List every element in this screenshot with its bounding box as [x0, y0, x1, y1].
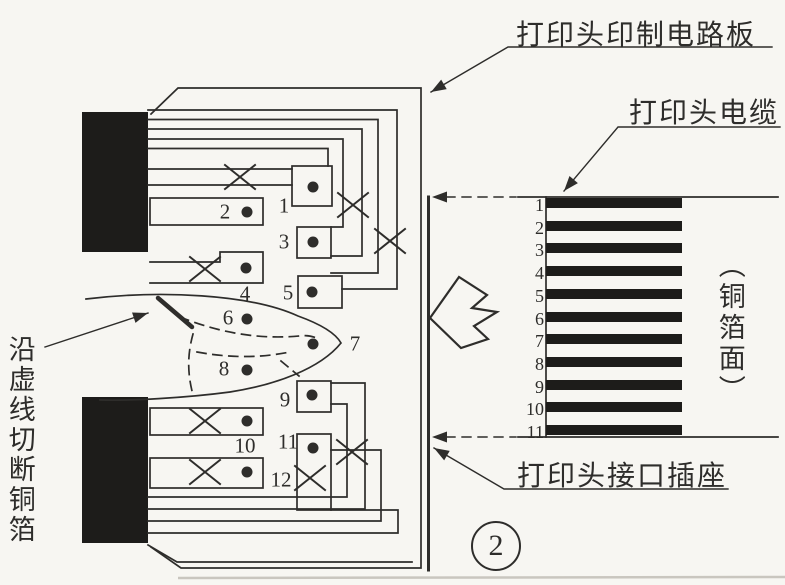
- pad-number-label: 10: [234, 433, 256, 458]
- pad-number-label: 6: [222, 305, 234, 330]
- pad-number-label: 9: [279, 387, 291, 412]
- figure-number-badge: 2: [471, 521, 521, 571]
- cable-trace-stripe: [546, 334, 682, 345]
- pad-number-label: 11: [277, 429, 299, 454]
- insert-direction-arrow: [428, 275, 501, 350]
- cable-pin-number: 10: [526, 399, 544, 420]
- cable-pin-number: 6: [535, 308, 544, 329]
- cable-trace-stripe: [546, 198, 682, 208]
- pad-number-label: 12: [270, 467, 292, 492]
- copper-block-top: [82, 112, 148, 252]
- callout-pcb-label: 打印头印制电路板: [516, 19, 757, 50]
- cable-pin-number: 1: [535, 195, 544, 215]
- callout-copper-side-label: （铜箔面）: [714, 251, 745, 406]
- cable-pin-number: 11: [526, 422, 544, 442]
- cable-pin-number: 7: [535, 331, 544, 352]
- cable-trace-stripe: [546, 288, 682, 299]
- alignment-pointers: [432, 191, 517, 443]
- pad-number-label: 8: [218, 356, 230, 381]
- cable-trace-stripe: [546, 379, 682, 390]
- cable-trace-stripe: [546, 402, 682, 413]
- pcb-outline: [149, 87, 422, 569]
- pad-number-label: 2: [219, 199, 231, 224]
- callout-leaders: [44, 46, 781, 490]
- cable-trace-stripe: [546, 220, 682, 231]
- solder-pads: [149, 165, 343, 511]
- cable-pin-number: 8: [535, 353, 544, 374]
- copper-block-bottom: [82, 397, 148, 543]
- pad-dots: [240, 181, 319, 478]
- callout-cable-label: 打印头电缆: [629, 97, 780, 128]
- pad-number-label: 1: [278, 193, 290, 218]
- cable-trace-stripe: [546, 266, 682, 277]
- callout-cut-note-label: 沿虚线切断铜箔: [4, 335, 35, 545]
- pad-number-label: 3: [278, 229, 290, 254]
- cable-pin-number: 9: [535, 376, 544, 397]
- cable-trace-stripe: [546, 425, 682, 435]
- trace-cut-x-marks: [188, 163, 407, 492]
- lower-traces: [146, 382, 413, 563]
- cable-pin-number: 4: [535, 263, 544, 284]
- callout-socket-label: 打印头接口插座: [517, 460, 728, 491]
- upper-traces: [147, 109, 398, 290]
- cable-trace-stripe: [546, 311, 682, 322]
- pad-number-label: 4: [239, 281, 251, 306]
- printhead-cut-region: [85, 293, 343, 402]
- pad-number-label: 7: [349, 331, 361, 356]
- figure-number: 2: [488, 529, 504, 562]
- cable-trace-stripe: [546, 356, 682, 367]
- page-edge-artifact: [177, 575, 785, 580]
- cable-pin-number: 5: [535, 285, 544, 306]
- cable-pin-number: 3: [535, 240, 544, 261]
- cable-pin-number: 2: [535, 217, 544, 238]
- pad-number-label: 5: [282, 280, 294, 305]
- cable-trace-stripe: [546, 243, 682, 254]
